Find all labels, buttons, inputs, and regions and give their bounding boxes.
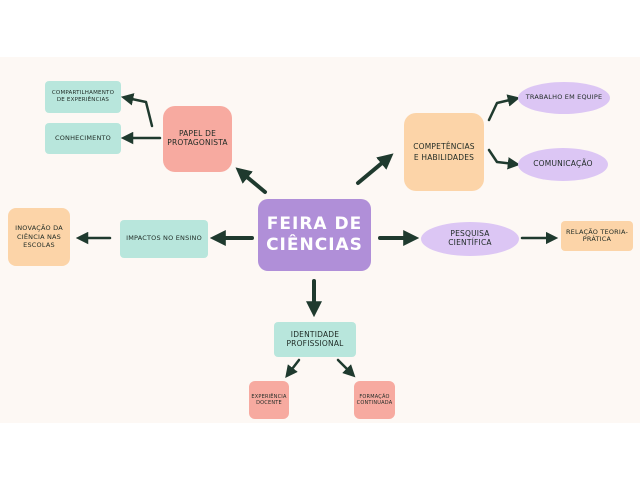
arrow-to-papel xyxy=(235,167,267,194)
node-identidade-profissional: IDENTIDADE PROFISSIONAL xyxy=(274,322,356,357)
arrow-to-comunicacao xyxy=(487,148,521,170)
arrow-to-formacao xyxy=(336,358,356,378)
node-formacao-continuada: FORMAÇÃO CONTINUADA xyxy=(354,381,395,419)
node-pesquisa-cientifica: PESQUISA CIENTÍFICA xyxy=(421,222,519,256)
node-conhecimento: CONHECIMENTO xyxy=(45,123,121,154)
node-comunicacao: COMUNICAÇÃO xyxy=(518,148,608,181)
node-experiencia-docente: EXPERIÊNCIA DOCENTE xyxy=(249,381,289,419)
node-compartilhamento: COMPARTILHAMENTO DE EXPERIÊNCIAS xyxy=(45,81,121,113)
arrow-to-compartilhamento xyxy=(120,93,154,128)
node-relacao-teoria-pratica: RELAÇÃO TEORIA-PRÁTICA xyxy=(561,221,633,251)
arrow-to-competencias xyxy=(356,153,394,185)
node-impactos-ensino: IMPACTOS NO ENSINO xyxy=(120,220,208,258)
node-inovacao: INOVAÇÃO DA CIÊNCIA NAS ESCOLAS xyxy=(8,208,70,266)
node-papel-protagonista: PAPEL DE PROTAGONISTA xyxy=(163,106,232,172)
arrow-to-trabalho xyxy=(487,94,521,122)
arrow-to-experiencia xyxy=(285,358,301,378)
node-trabalho-equipe: TRABALHO EM EQUIPE xyxy=(518,82,610,114)
central-topic: FEIRA DE CIÊNCIAS xyxy=(258,199,371,271)
node-competencias: COMPETÊNCIAS E HABILIDADES xyxy=(404,113,484,191)
